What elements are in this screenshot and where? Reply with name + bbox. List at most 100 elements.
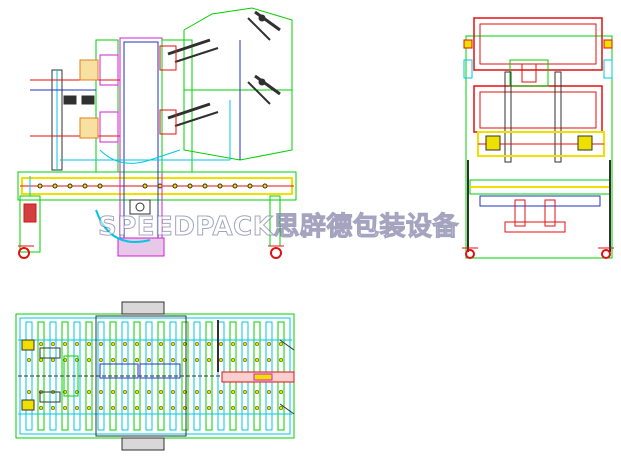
roller-bearing — [86, 341, 92, 347]
roller-bearing — [86, 405, 92, 411]
roller-bearing — [98, 357, 104, 363]
roller-bearing — [158, 341, 164, 347]
roller-bearing — [146, 389, 152, 395]
roller-bearing — [254, 389, 260, 395]
roller-bearing — [242, 389, 248, 395]
roller-bearing — [62, 405, 68, 411]
roller-bearing — [194, 341, 200, 347]
roller-bearing — [110, 357, 116, 363]
front-left-cylinders — [30, 54, 120, 143]
front-left-leg — [19, 195, 41, 253]
roller-bearing — [38, 341, 44, 347]
roller-bearing — [134, 389, 140, 395]
roller-bearing — [110, 341, 116, 347]
roller-bearing — [134, 405, 140, 411]
roller-bearing — [74, 341, 80, 347]
roller-bearing — [218, 341, 224, 347]
roller-bearing — [266, 389, 272, 395]
roller-bearing — [218, 405, 224, 411]
top-end-cap-upper — [121, 301, 165, 315]
front-lower-arm — [159, 74, 281, 135]
front-left-wheel — [18, 247, 30, 259]
roller-bearing — [170, 357, 176, 363]
roller-bearing — [218, 389, 224, 395]
roller-bearing — [266, 341, 272, 347]
roller-bearing — [86, 389, 92, 395]
roller-bearing — [254, 357, 260, 363]
roller-bearing — [242, 341, 248, 347]
roller-bearing — [26, 389, 32, 395]
roller-bearing — [122, 357, 128, 363]
roller-bearing — [158, 389, 164, 395]
roller-bearing — [98, 405, 104, 411]
roller-bearing — [74, 405, 80, 411]
roller-bearing — [242, 357, 248, 363]
roller-bearing — [38, 357, 44, 363]
roller-bearing — [62, 341, 68, 347]
roller-bearing — [194, 357, 200, 363]
front-upper-arm — [159, 10, 281, 71]
front-view — [17, 7, 297, 259]
roller-bearing — [110, 389, 116, 395]
roller-bearing — [206, 357, 212, 363]
side-right-wheel — [601, 249, 611, 259]
roller-bearing — [230, 405, 236, 411]
roller-bearing — [230, 389, 236, 395]
top-view — [15, 301, 295, 451]
roller-bearing — [146, 341, 152, 347]
roller-bearing — [242, 405, 248, 411]
side-view — [462, 17, 614, 259]
roller-bearing — [134, 357, 140, 363]
front-base-frame — [17, 171, 297, 201]
roller-bearing — [110, 405, 116, 411]
roller-bearing — [134, 341, 140, 347]
side-left-wheel — [465, 249, 475, 259]
roller-bearing — [278, 405, 284, 411]
roller-bearing — [98, 341, 104, 347]
roller-bearing — [206, 405, 212, 411]
roller-bearing — [38, 405, 44, 411]
roller-bearing — [230, 357, 236, 363]
top-roller-bed — [25, 321, 285, 431]
roller-bearing — [122, 405, 128, 411]
roller-bearing — [194, 405, 200, 411]
top-center-module — [95, 315, 187, 437]
roller-bearing — [170, 389, 176, 395]
roller-bearing — [98, 389, 104, 395]
roller-bearing — [206, 341, 212, 347]
front-main-column — [119, 37, 163, 257]
front-flap-frame — [183, 7, 293, 161]
roller-bearing — [254, 341, 260, 347]
roller-bearing — [158, 405, 164, 411]
roller-bearing — [170, 405, 176, 411]
roller-bearing — [50, 357, 56, 363]
roller-bearing — [26, 357, 32, 363]
roller-bearing — [50, 341, 56, 347]
roller-bearing — [194, 389, 200, 395]
roller-bearing — [146, 405, 152, 411]
side-top-frame — [473, 17, 603, 71]
roller-bearing — [230, 341, 236, 347]
front-right-leg — [269, 195, 281, 247]
roller-bearing — [50, 405, 56, 411]
roller-bearing — [266, 357, 272, 363]
roller-bearing — [146, 357, 152, 363]
roller-bearing — [278, 341, 284, 347]
roller-bearing — [278, 389, 284, 395]
front-right-wheel — [270, 247, 282, 259]
top-end-cap-lower — [121, 437, 165, 451]
side-outer-frame — [465, 35, 613, 259]
roller-bearing — [86, 357, 92, 363]
roller-bearing — [206, 389, 212, 395]
roller-bearing — [266, 405, 272, 411]
roller-bearing — [170, 341, 176, 347]
roller-bearing — [158, 357, 164, 363]
roller-bearing — [122, 389, 128, 395]
top-left-blocks — [21, 339, 79, 411]
side-mid-frame — [473, 85, 603, 133]
roller-bearing — [122, 341, 128, 347]
roller-bearing — [278, 357, 284, 363]
roller-bearing — [218, 357, 224, 363]
